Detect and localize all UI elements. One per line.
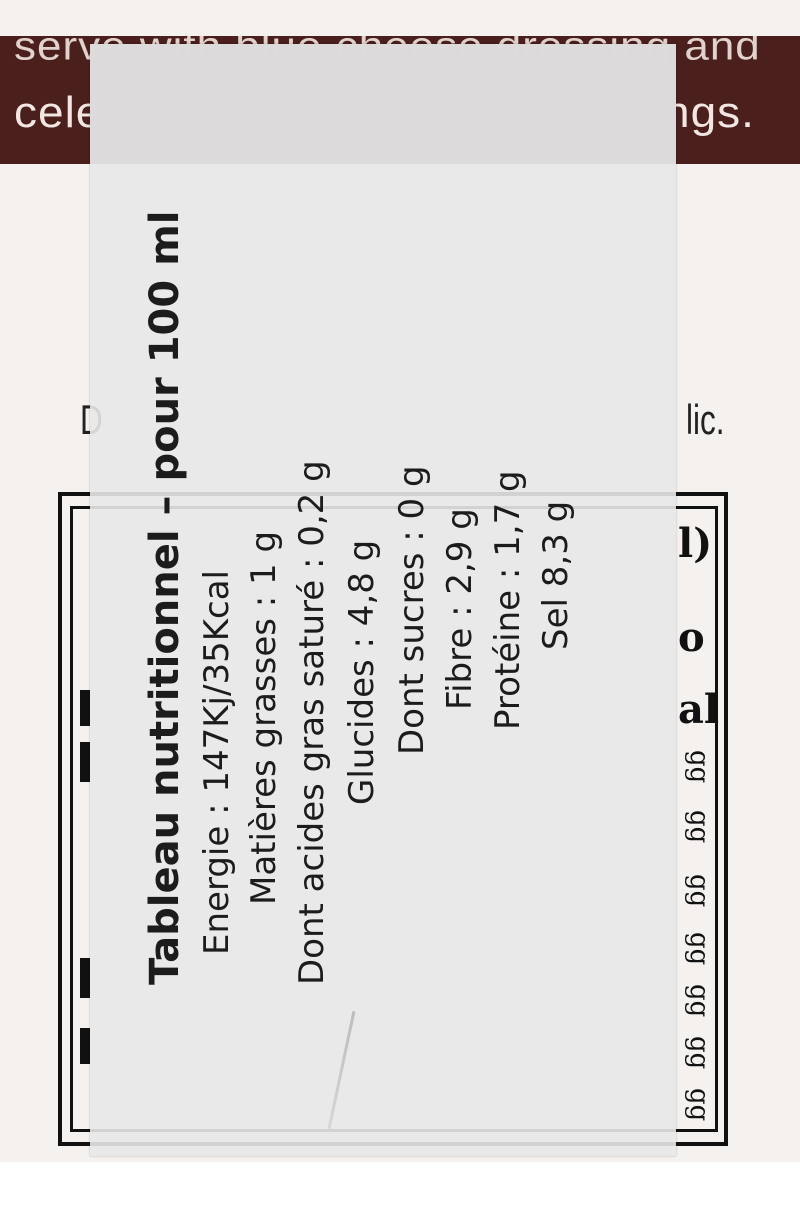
recipe-text-line-2: cele ngs.	[14, 86, 754, 137]
gram-unit: gg	[684, 932, 714, 966]
gram-unit: gg	[684, 1088, 714, 1122]
recipe-text-right: ngs.	[664, 86, 755, 137]
recipe-text-left: cele	[14, 86, 103, 137]
gram-unit: gg	[684, 750, 714, 784]
fibre-line: Fibre : 2,9 g	[440, 508, 480, 710]
gram-unit: gg	[684, 874, 714, 908]
carbohydrates-line: Glucides : 4,8 g	[342, 539, 382, 805]
table-edge-glyph: al	[678, 686, 720, 733]
table-edge-mark	[80, 958, 90, 998]
energy-line: Energie : 147Kj/35Kcal	[197, 570, 237, 955]
sticker-text-block: Tableau nutritionnel – pour 100 ml Energ…	[135, 165, 595, 985]
ingredients-right: lic.	[686, 396, 725, 443]
fat-line: Matières grasses : 1 g	[244, 530, 284, 905]
sugars-line: Dont sucres : 0 g	[392, 465, 432, 755]
saturated-fat-line: Dont acides gras saturé : 0,2 g	[292, 460, 332, 985]
table-edge-glyph: l)	[678, 520, 713, 567]
table-edge-glyph: o	[678, 614, 705, 661]
gram-unit: gg	[684, 810, 714, 844]
table-edge-mark	[80, 690, 90, 726]
protein-line: Protéine : 1,7 g	[488, 470, 528, 730]
french-nutrition-sticker	[90, 44, 676, 1156]
bottom-margin	[0, 1162, 800, 1224]
sticker-upper-part	[90, 44, 676, 164]
gram-unit: gg	[684, 984, 714, 1018]
sticker-title: Tableau nutritionnel – pour 100 ml	[142, 210, 188, 985]
gram-unit: gg	[684, 1036, 714, 1070]
table-edge-mark	[80, 742, 90, 782]
salt-line: Sel 8,3 g	[536, 500, 576, 650]
table-edge-mark	[80, 1028, 90, 1064]
